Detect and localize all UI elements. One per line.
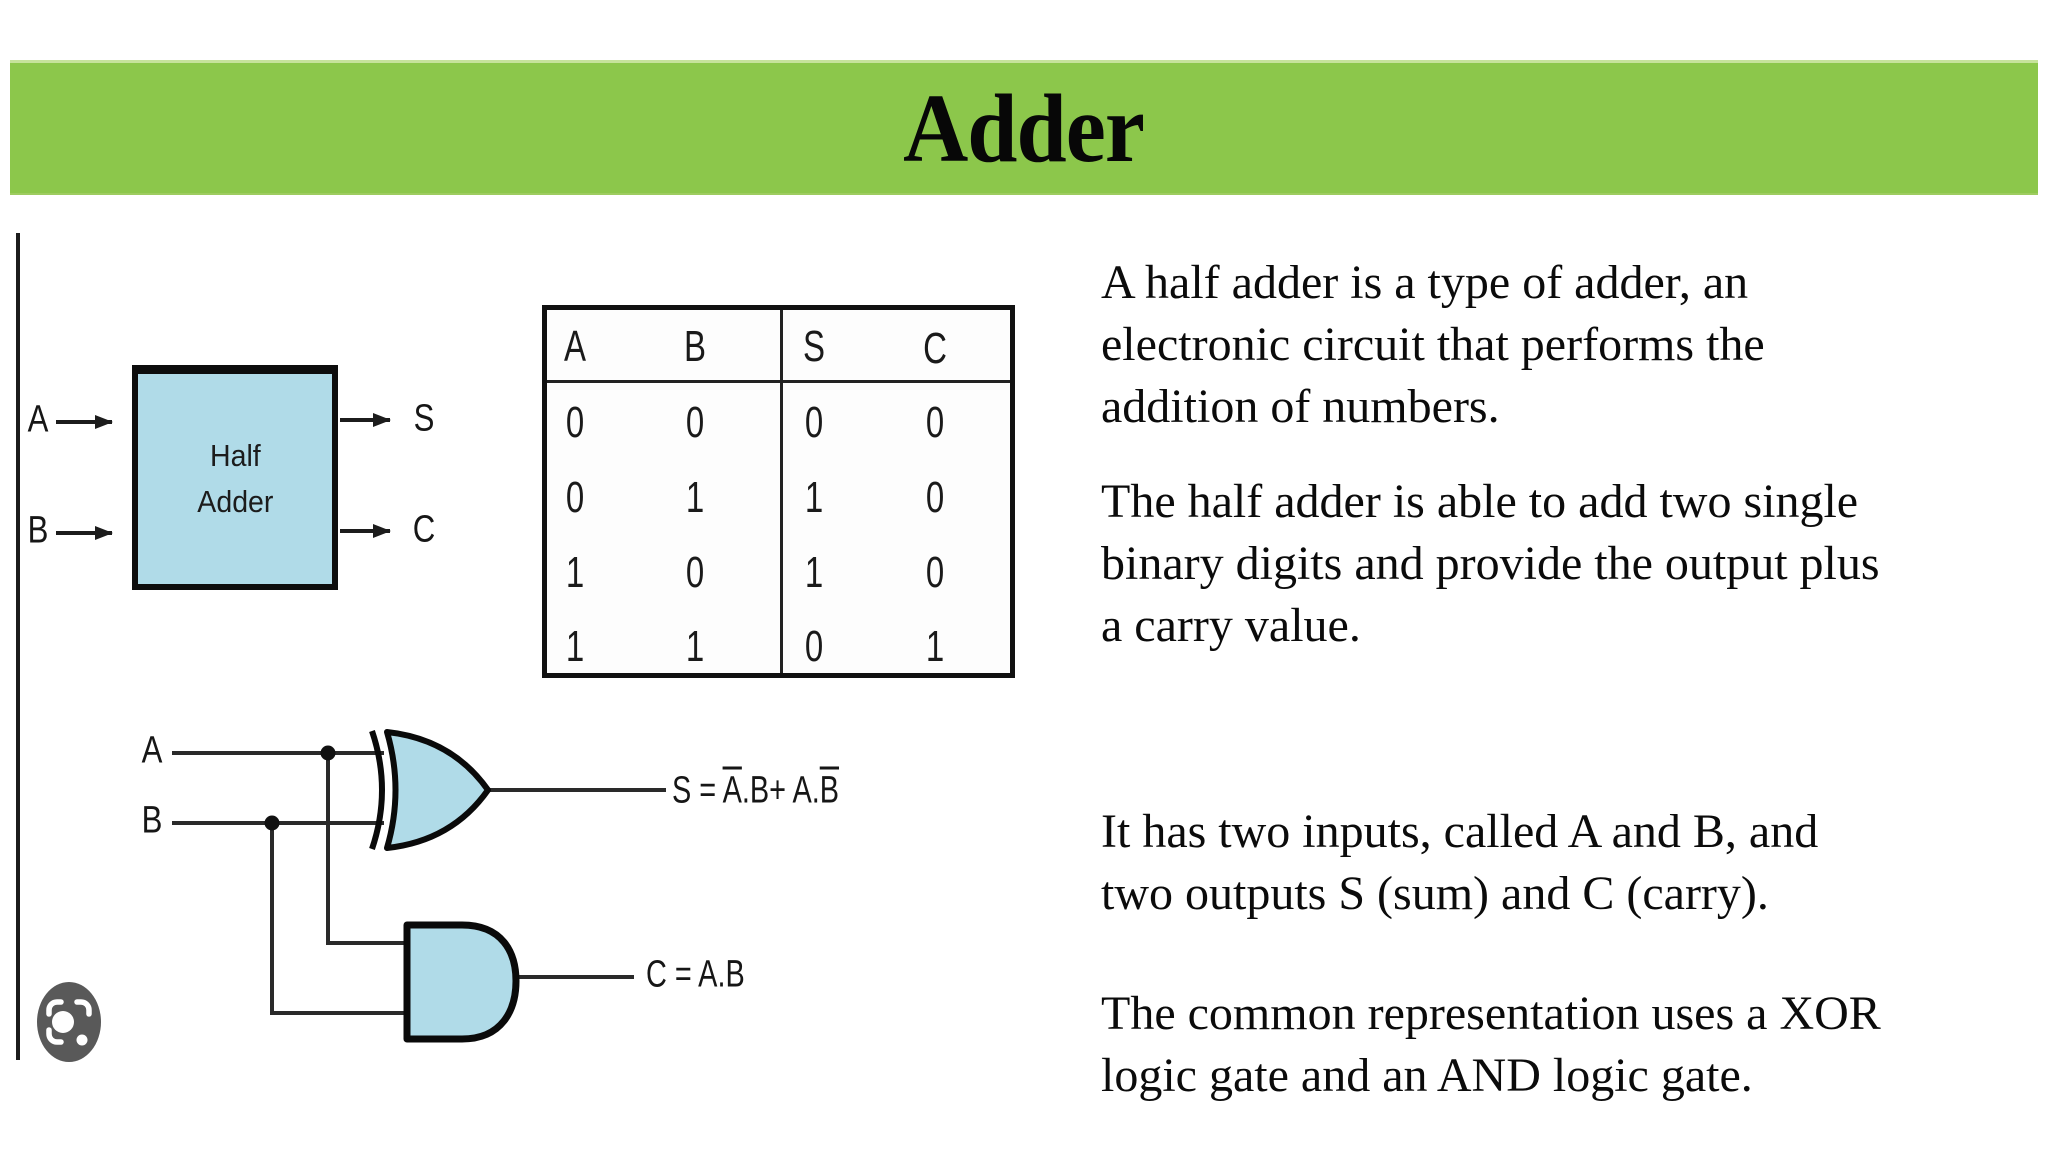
paragraph-gates: The common representation uses a XOR log… [1101,987,1881,1102]
paragraph-capability: The half adder is able to add two single… [1101,475,1880,652]
table-cell: 1 [565,622,585,671]
carry-equation: C = A.B [646,953,745,996]
table-cell: 0 [565,398,585,447]
junction-dot-a [320,745,336,761]
table-cell: 0 [804,398,824,447]
block-input-a-label: A [27,398,49,441]
junction-dot-b [264,815,280,831]
table-cell: 0 [804,622,824,671]
wire-a-to-and [326,753,407,945]
table-cell: 1 [685,622,705,671]
table-cell: 1 [925,622,945,671]
title-banner: Adder [10,60,2038,195]
block-input-b-label: B [27,509,49,552]
table-cell: 0 [565,473,585,522]
and-gate [403,921,520,1043]
table-cell: 1 [565,548,585,597]
gate-input-a-label: A [141,729,163,772]
truth-table-column-divider [780,310,783,673]
block-output-s-label: S [413,397,435,440]
block-diagram-arrows [56,413,391,540]
table-cell: 0 [925,398,945,447]
table-cell: 0 [685,548,705,597]
lens-glyph [46,999,92,1046]
table-cell: 1 [804,548,824,597]
page-title: Adder [903,74,1146,182]
google-lens-icon[interactable] [37,982,101,1062]
table-cell: 0 [925,548,945,597]
paragraph-definition: A half adder is a type of adder, an elec… [1101,256,1765,433]
block-output-c-label: C [412,508,436,551]
table-cell: 0 [925,473,945,522]
truth-table-header-c: C [923,324,947,373]
wire-b-to-and [270,823,407,1015]
truth-table: A B S C 0 0 0 0 0 1 1 0 1 0 1 0 1 1 0 1 [542,305,1015,678]
table-cell: 0 [685,398,705,447]
half-adder-block: Half Adder [132,365,338,590]
xor-input-arc [369,730,385,850]
truth-table-header-s: S [802,322,826,371]
truth-table-header-divider [547,380,1010,383]
truth-table-header-a: A [563,322,587,371]
table-cell: 1 [685,473,705,522]
table-cell: 1 [804,473,824,522]
xor-body [384,729,491,851]
left-vertical-rule [16,233,20,1060]
gate-input-b-label: B [141,799,163,842]
truth-table-header-b: B [683,322,707,371]
sum-equation: S = A.B+ A.B [672,769,840,812]
half-adder-label: Half Adder [196,438,274,519]
xor-gate [369,729,491,851]
paragraph-io: It has two inputs, called A and B, and t… [1101,805,1819,920]
